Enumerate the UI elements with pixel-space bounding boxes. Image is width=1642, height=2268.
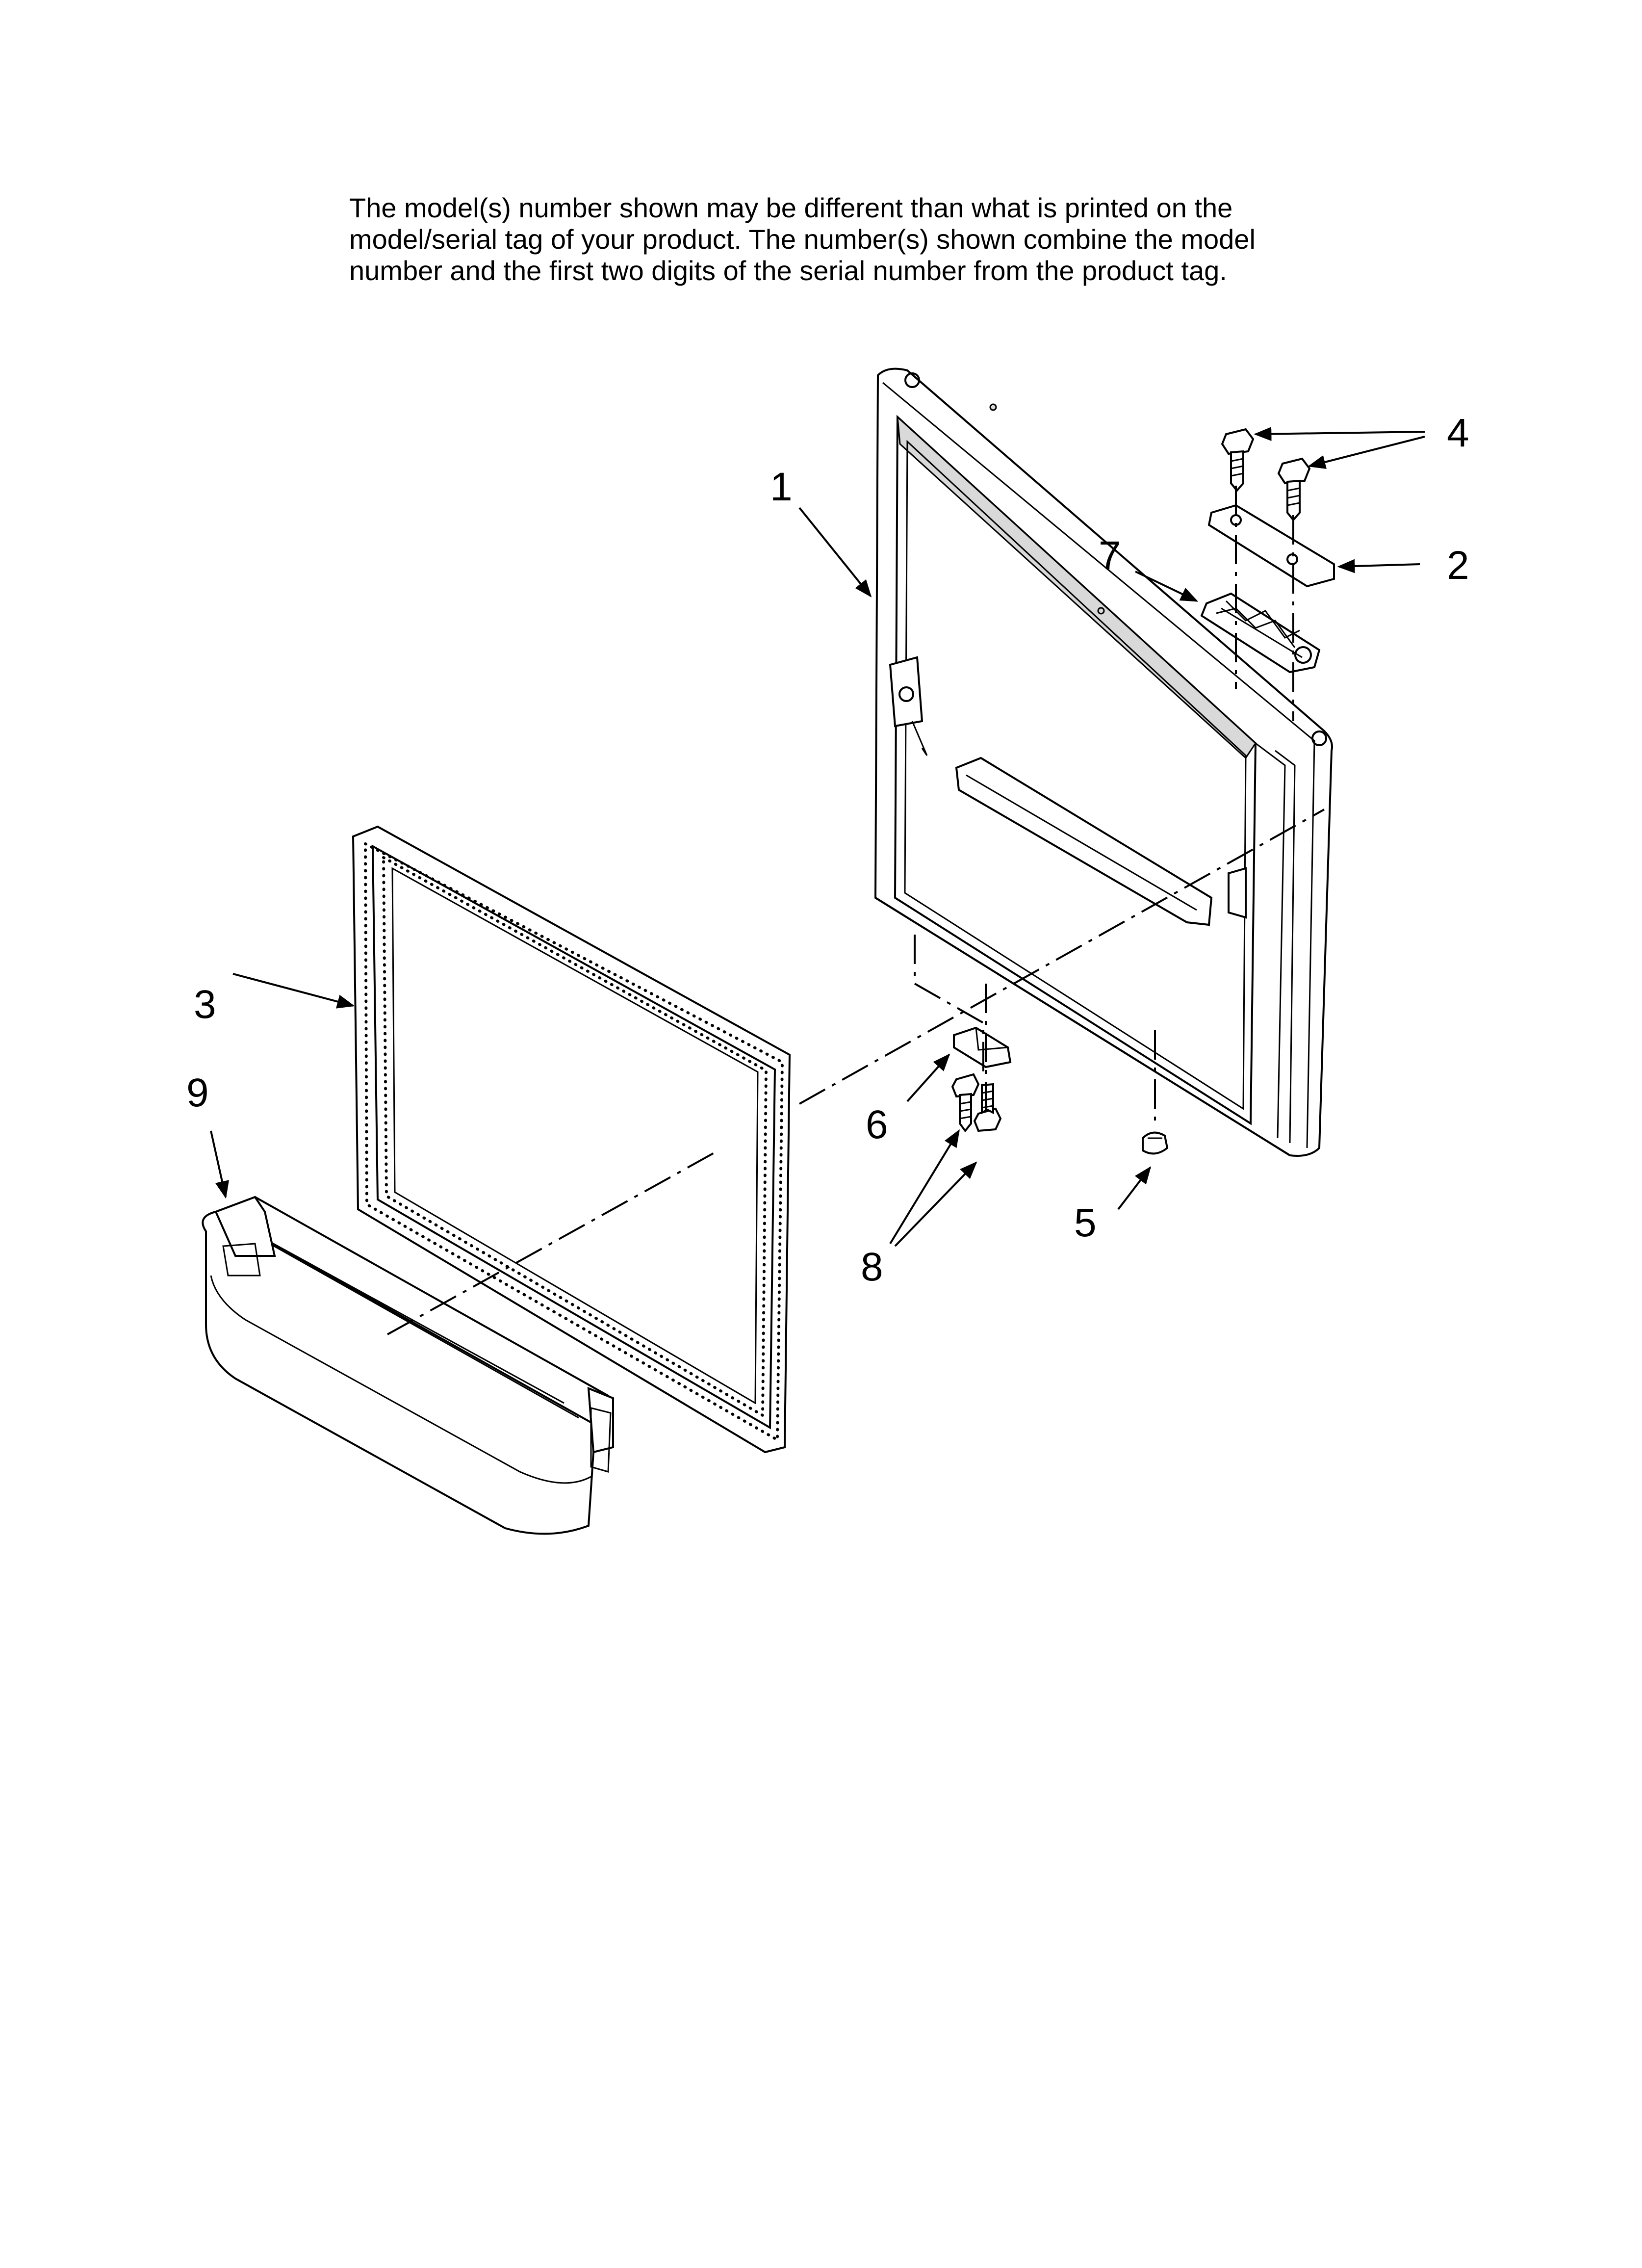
callout-1: 1 bbox=[770, 465, 793, 509]
callout-9: 9 bbox=[186, 1070, 209, 1115]
callout-7: 7 bbox=[1099, 533, 1121, 578]
bracket-part-6 bbox=[953, 1026, 1012, 1069]
note-line-3: number and the first two digits of the s… bbox=[349, 255, 1227, 286]
callout-5: 5 bbox=[1074, 1200, 1097, 1245]
note-line-2: model/serial tag of your product. The nu… bbox=[349, 224, 1256, 255]
hinge-plate-part-2 bbox=[1207, 504, 1335, 588]
leader-arrows bbox=[210, 427, 1425, 1247]
callout-3: 3 bbox=[194, 982, 216, 1027]
door-bin-part-9 bbox=[202, 1196, 614, 1535]
note-line-1: The model(s) number shown may be differe… bbox=[349, 192, 1233, 223]
callout-2: 2 bbox=[1447, 543, 1469, 588]
callout-8: 8 bbox=[861, 1245, 883, 1289]
plug-part-5 bbox=[1142, 1131, 1169, 1155]
hinge-screws-part-4 bbox=[1221, 428, 1311, 522]
door-gasket-part-3 bbox=[352, 825, 791, 1454]
callout-4: 4 bbox=[1447, 411, 1469, 455]
callout-6: 6 bbox=[866, 1102, 888, 1147]
disclaimer-note: The model(s) number shown may be differe… bbox=[349, 192, 1330, 287]
freezer-door-part-1 bbox=[874, 367, 1333, 1157]
assembly-centerlines bbox=[387, 486, 1325, 1335]
vent-trim-part-7 bbox=[1200, 592, 1321, 674]
screws-part-8 bbox=[951, 1073, 1002, 1133]
